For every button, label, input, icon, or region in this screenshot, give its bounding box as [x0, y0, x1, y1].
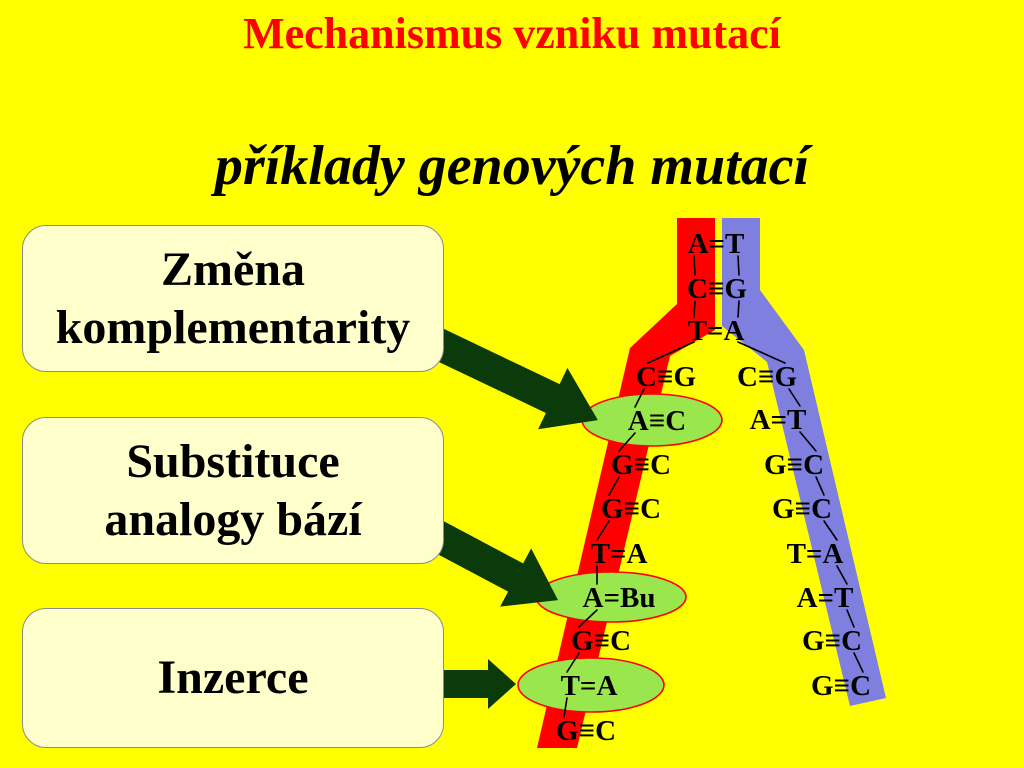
backbone-line	[823, 520, 838, 541]
base-pair-label: T=A	[688, 315, 745, 347]
base-pair-label: T=A	[561, 670, 618, 702]
blue-strand	[722, 218, 886, 706]
mutation-type-box-complementarity: Změna komplementarity	[22, 225, 444, 372]
base-pair-label: A≡C	[628, 405, 686, 437]
backbone-line	[618, 432, 636, 452]
backbone-line	[647, 341, 695, 364]
arrows	[422, 325, 598, 709]
backbone-line	[693, 300, 696, 318]
base-pair-label: A=T	[797, 582, 854, 614]
base-pair-label: G≡C	[601, 493, 661, 525]
mutation-highlights	[517, 393, 723, 713]
backbone-line	[737, 255, 740, 276]
backbone-line	[853, 652, 864, 673]
backbone-line	[737, 300, 740, 318]
mutation-type-box-substitution: Substituce analogy bází	[22, 417, 444, 564]
arrow-to-analog-pair	[422, 517, 559, 607]
box-label-line: Inzerce	[157, 651, 309, 704]
backbone-line	[788, 388, 801, 407]
arrow-to-complementarity-pair	[423, 325, 598, 430]
base-pair-label: T=A	[787, 538, 844, 570]
box-label-line: Změna	[161, 242, 305, 296]
backbone-line	[693, 255, 696, 276]
base-pair-label: G≡C	[571, 625, 631, 657]
backbone-lines	[563, 255, 864, 718]
arrow-to-insertion-pair	[430, 659, 516, 709]
slide-title: Mechanismus vzniku mutací	[243, 9, 781, 58]
base-pair-label: G≡C	[611, 449, 671, 481]
box-label-line: komplementarity	[55, 300, 411, 354]
backbone-line	[563, 697, 568, 718]
mutation-type-box-insertion: Inzerce	[22, 608, 444, 748]
backbone-line	[578, 609, 598, 628]
base-pair-label: C≡G	[737, 361, 797, 393]
base-pair-label: G≡C	[764, 449, 824, 481]
base-pair-label: A=Bu	[583, 582, 656, 614]
base-pair-label: A=T	[688, 228, 745, 260]
base-pair-label: C≡G	[687, 273, 747, 305]
backbone-line	[846, 609, 855, 628]
base-pair-label: G≡C	[772, 493, 832, 525]
backbone-line	[566, 652, 580, 673]
base-pair-labels: A=TC≡GT=AC≡GA≡CG≡CG≡CT=AA=BuG≡CT=AG≡CC≡G…	[556, 228, 871, 747]
base-pair-label: A=T	[750, 404, 807, 436]
backbone-line	[799, 431, 817, 452]
base-pair-label: G≡C	[556, 715, 616, 747]
base-pair-label: G≡C	[802, 625, 862, 657]
box-label-line: Substituce	[126, 434, 340, 488]
base-pair-label: G≡C	[811, 670, 871, 702]
base-pair-label: T=A	[591, 538, 648, 570]
mutation-highlight-ellipse	[517, 657, 665, 713]
backbone-line	[815, 476, 825, 496]
base-pair-label: C≡G	[636, 361, 696, 393]
backbone-line	[836, 565, 848, 585]
backbone-line	[737, 341, 786, 364]
backbone-line	[608, 476, 620, 496]
backbone-line	[596, 520, 610, 541]
backbone-line	[634, 388, 645, 408]
box-label-line: analogy bází	[104, 492, 362, 546]
slide-subtitle: příklady genových mutací	[214, 135, 810, 197]
